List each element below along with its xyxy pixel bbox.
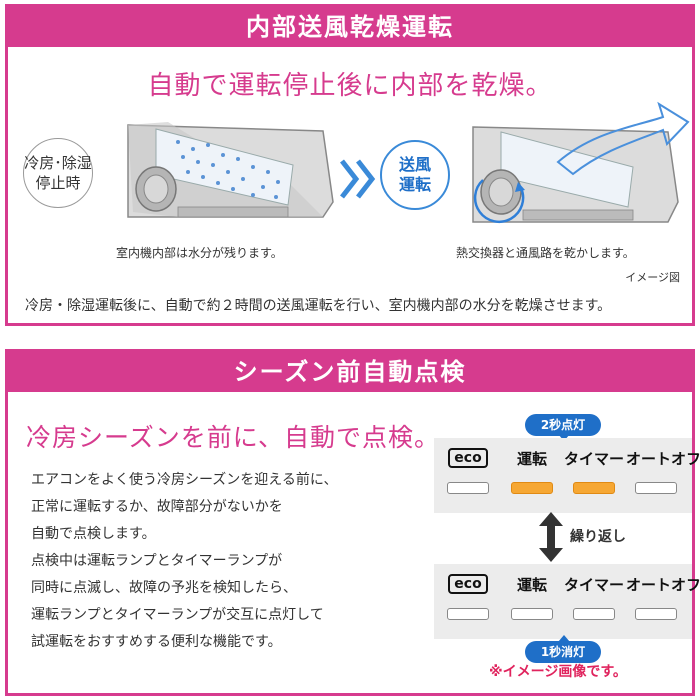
lamp-label-eco: eco — [438, 574, 498, 594]
pre-season-check-panel: シーズン前自動点検 冷房シーズンを前に、自動で点検。 エアコンをよく使う冷房シー… — [5, 349, 700, 696]
description-internal-dry: 冷房・除湿運転後に、自動で約２時間の送風運転を行い、室内機内部の水分を乾燥させま… — [25, 298, 612, 314]
eco-logo: eco — [448, 448, 488, 468]
fan-mode-bubble: 送風 運転 — [380, 140, 450, 210]
body-line: エアコンをよく使う冷房シーズンを迎える前に、 — [31, 472, 338, 488]
up-down-arrow-icon — [539, 512, 563, 562]
body-line: 同時に点滅し、故障の予兆を検知したら、 — [31, 580, 297, 596]
caption-wet-interior: 室内機内部は水分が残ります。 — [116, 246, 283, 260]
body-line: 試運転をおすすめする便利な機能です。 — [31, 634, 282, 650]
double-chevron-right-icon — [340, 159, 376, 199]
body-line: 正常に運転するか、故障部分がないかを — [31, 499, 283, 515]
lamp-label-run: 運転 — [516, 450, 547, 468]
bubble-fan-line2: 運転 — [398, 175, 431, 194]
lamp-label-timer: タイマー — [564, 450, 625, 468]
bubble-stop-line1: 冷房･除湿 — [24, 154, 92, 172]
lamp-timer — [573, 608, 615, 620]
caption-image-note: イメージ図 — [625, 271, 680, 284]
lamp-panel-lit: eco 運転 タイマー オートオフ — [434, 438, 700, 513]
image-disclaimer: ※イメージ画像です。 — [489, 664, 627, 680]
body-line: 点検中は運転ランプとタイマーランプが — [31, 553, 283, 569]
lamp-eco — [447, 608, 489, 620]
section-title-pre-season-check: シーズン前自動点検 — [8, 352, 692, 392]
internal-dry-panel: 内部送風乾燥運転 自動で運転停止後に内部を乾燥。 冷房･除湿 停止時 — [5, 4, 695, 326]
stop-state-bubble: 冷房･除湿 停止時 — [23, 138, 93, 208]
lamp-run — [511, 482, 553, 494]
headline-auto-check: 冷房シーズンを前に、自動で点検。 — [26, 423, 441, 452]
lamp-label-auto-off: オートオフ — [626, 576, 700, 594]
lamp-timer — [573, 482, 615, 494]
body-line: 運転ランプとタイマーランプが交互に点灯して — [31, 607, 324, 623]
lamp-label-timer: タイマー — [564, 576, 625, 594]
lamp-eco — [447, 482, 489, 494]
bubble-stop-line2: 停止時 — [35, 174, 81, 192]
headline-auto-dry: 自動で運転停止後に内部を乾燥。 — [147, 71, 553, 101]
one-second-off-badge: 1秒消灯 — [525, 635, 601, 663]
indoor-unit-wet-illustration — [127, 122, 334, 218]
eco-logo: eco — [448, 574, 488, 594]
caption-drying-interior: 熱交換器と通風路を乾かします。 — [456, 246, 635, 260]
indoor-unit-drying-illustration — [472, 101, 690, 224]
repeat-label: 繰り返し — [570, 529, 626, 545]
body-line: 自動で点検します。 — [31, 526, 156, 542]
lamp-label-eco: eco — [438, 448, 498, 468]
repeat-indicator: 繰り返し — [538, 510, 688, 564]
bubble-fan-line1: 送風 — [398, 155, 431, 174]
lamp-label-run: 運転 — [516, 576, 547, 594]
description-pre-season-check: エアコンをよく使う冷房シーズンを迎える前に、 正常に運転するか、故障部分がないか… — [31, 467, 337, 656]
lamp-label-auto-off: オートオフ — [626, 450, 700, 468]
lamp-panel-unlit: eco 運転 タイマー オートオフ — [434, 564, 700, 639]
section-title-internal-dry: 内部送風乾燥運転 — [8, 7, 692, 47]
lamp-auto-off — [635, 482, 677, 494]
lamp-run — [511, 608, 553, 620]
lamp-auto-off — [635, 608, 677, 620]
two-second-on-badge: 2秒点灯 — [525, 414, 601, 441]
